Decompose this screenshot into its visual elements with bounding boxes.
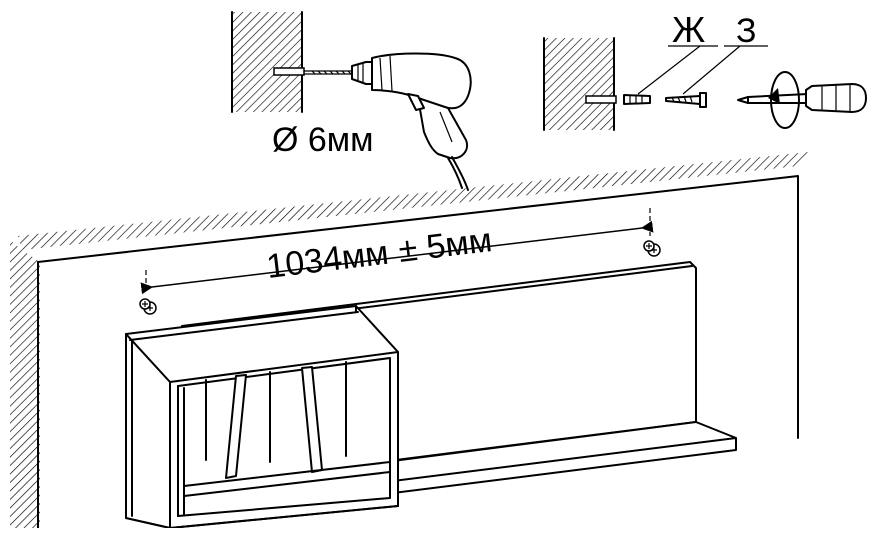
tolerance-label: ± 5мм: [396, 221, 494, 270]
part-screw-label: З: [736, 12, 757, 50]
drilling-step: Ø 6мм: [231, 11, 472, 191]
shelf-unit: [125, 261, 737, 529]
fixing-step: Ж З: [543, 9, 867, 131]
drill-icon: [304, 52, 472, 191]
screw-head-left: [139, 298, 157, 315]
wall-section-right: [543, 37, 617, 131]
wall-section-left: [231, 11, 305, 113]
screw-leader-line: [682, 45, 741, 95]
part-dowel-label: Ж: [672, 9, 705, 50]
dowel-leader-line: [637, 45, 701, 95]
screw-head-right: [643, 240, 661, 257]
dowel-icon: [623, 94, 651, 105]
screw-icon: [665, 92, 707, 108]
screwdriver-icon: [737, 71, 867, 129]
wall-distance-label: 1034мм: [264, 234, 390, 286]
drill-diameter-label: Ø 6мм: [272, 121, 374, 159]
